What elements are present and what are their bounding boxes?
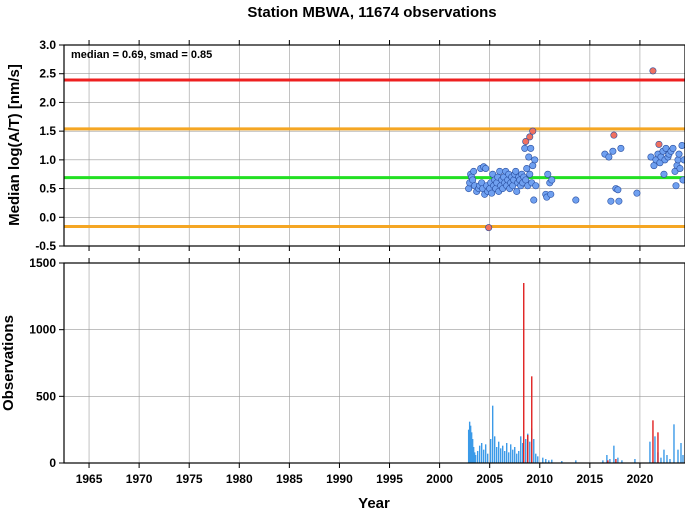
data-point bbox=[615, 197, 623, 205]
y-tick-label: 1.5 bbox=[39, 124, 56, 138]
data-point bbox=[680, 156, 685, 164]
data-point bbox=[529, 162, 537, 170]
y-tick-label: 3.0 bbox=[39, 38, 56, 52]
data-point bbox=[526, 133, 534, 141]
data-point bbox=[496, 167, 504, 175]
data-point bbox=[655, 140, 663, 148]
data-point bbox=[522, 137, 530, 145]
data-point bbox=[527, 144, 535, 152]
y-tick-label: 2.5 bbox=[39, 67, 56, 81]
data-point bbox=[614, 186, 622, 194]
y-tick-label: 1.0 bbox=[39, 153, 56, 167]
data-point bbox=[485, 224, 493, 232]
data-point bbox=[605, 153, 613, 161]
observations-panel: 0 500 1000 1500 1965 1970 1975 1980 1985 1990 1995… bbox=[0, 256, 685, 486]
data-point bbox=[674, 156, 682, 164]
data-point bbox=[469, 176, 477, 184]
panel-background bbox=[64, 263, 685, 463]
y-tick-label: 1500 bbox=[29, 256, 56, 270]
x-tick-label: 1970 bbox=[126, 472, 153, 486]
y-tick-label: 500 bbox=[36, 389, 56, 403]
data-point bbox=[650, 162, 658, 170]
data-point bbox=[470, 167, 478, 175]
data-point bbox=[532, 182, 540, 190]
x-tick-label: 1980 bbox=[226, 472, 253, 486]
data-point bbox=[675, 150, 683, 158]
data-point bbox=[522, 176, 530, 184]
x-tick-label: 1985 bbox=[276, 472, 303, 486]
data-point bbox=[531, 156, 539, 164]
data-point bbox=[676, 164, 684, 172]
data-point bbox=[649, 67, 657, 75]
x-tick-label: 1965 bbox=[76, 472, 103, 486]
data-point bbox=[513, 187, 521, 195]
data-point bbox=[669, 144, 677, 152]
y-tick-label: 2.0 bbox=[39, 95, 56, 109]
data-point bbox=[530, 196, 538, 204]
panel-frame bbox=[63, 44, 685, 247]
data-point bbox=[529, 127, 537, 135]
data-point bbox=[572, 196, 580, 204]
data-point bbox=[610, 131, 618, 139]
bar-marks bbox=[467, 283, 684, 463]
data-point bbox=[679, 176, 685, 184]
top-y-axis-label: Median log(A/T) [nm/s] bbox=[6, 64, 23, 226]
data-point bbox=[607, 197, 615, 205]
x-tick-label: 1995 bbox=[376, 472, 403, 486]
data-point bbox=[660, 170, 668, 178]
stats-annotation: median = 0.69, smad = 0.85 bbox=[71, 49, 212, 61]
x-tick-label: 1975 bbox=[176, 472, 203, 486]
scatter-points bbox=[465, 67, 685, 232]
bottom-y-axis-label: Observations bbox=[0, 315, 17, 411]
y-tick-label: 0.0 bbox=[39, 210, 56, 224]
data-point bbox=[523, 164, 531, 172]
data-point bbox=[525, 153, 533, 161]
data-point bbox=[617, 144, 625, 152]
y-tick-label: -0.5 bbox=[35, 239, 56, 253]
x-tick-label: 2000 bbox=[426, 472, 453, 486]
data-point bbox=[544, 170, 552, 178]
x-tick-label: 2015 bbox=[576, 472, 603, 486]
x-tick-label: 2020 bbox=[627, 472, 654, 486]
panel-axes: -0.5 0.0 0.5 1.0 1.5 2.0 2.5 3.0 bbox=[35, 38, 685, 253]
y-tick-label: 0 bbox=[49, 456, 56, 470]
data-point bbox=[678, 142, 685, 149]
x-axis-label: Year bbox=[358, 495, 390, 511]
data-point bbox=[547, 190, 555, 198]
panel-frame bbox=[63, 262, 685, 464]
reference-lines bbox=[64, 78, 685, 228]
median-amplitude-panel: -0.5 0.0 0.5 1.0 1.5 2.0 2.5 3.0 median = 0.69,… bbox=[6, 38, 685, 253]
data-point bbox=[512, 167, 520, 175]
x-tick-label: 2010 bbox=[526, 472, 553, 486]
panel-background bbox=[64, 45, 685, 246]
x-tick-label: 2005 bbox=[476, 472, 503, 486]
data-point bbox=[521, 144, 529, 152]
data-point bbox=[482, 164, 490, 172]
x-tick-label: 1990 bbox=[326, 472, 353, 486]
data-point bbox=[465, 185, 473, 193]
panel-axes: 0 500 1000 1500 1965 1970 1975 1980 1985 1990 1995… bbox=[29, 256, 685, 486]
data-point bbox=[548, 176, 556, 184]
data-point bbox=[526, 170, 534, 178]
y-tick-label: 1000 bbox=[29, 323, 56, 337]
chart-title: Station MBWA, 11674 observations bbox=[247, 4, 496, 21]
data-point bbox=[672, 182, 680, 190]
y-tick-label: 0.5 bbox=[39, 182, 56, 196]
data-point bbox=[609, 147, 617, 155]
data-point bbox=[633, 189, 641, 197]
data-point bbox=[488, 189, 496, 197]
